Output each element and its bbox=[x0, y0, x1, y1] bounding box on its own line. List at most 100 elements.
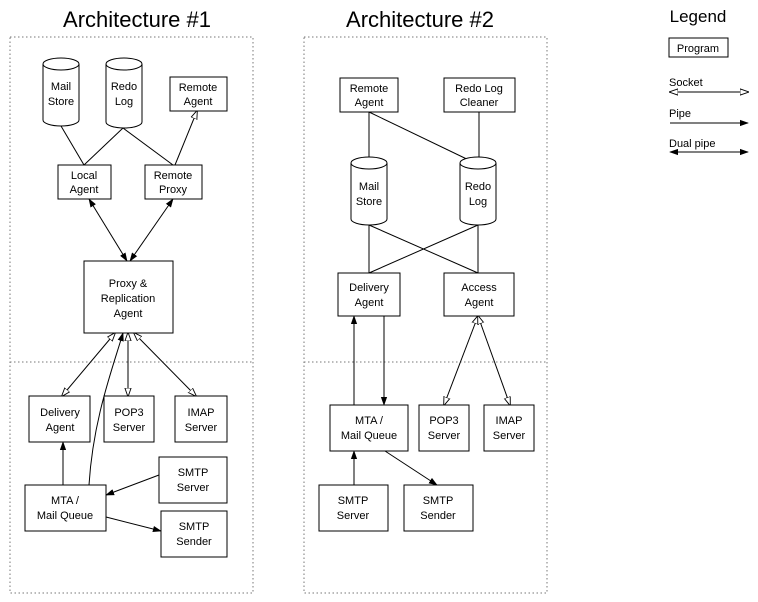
conn-redolog-localagent bbox=[83, 127, 124, 166]
arch2-mta-line2: Mail Queue bbox=[341, 430, 397, 442]
arch2-smtp-sender-line1: SMTP bbox=[423, 495, 454, 507]
socket-proxy-imap bbox=[134, 333, 196, 396]
arch2-mail-store-line1: Mail bbox=[359, 181, 379, 193]
arch2-pop3-line2: Server bbox=[428, 430, 461, 442]
socket-proxy-delivery bbox=[62, 333, 115, 396]
arch2-mail-store: Mail Store bbox=[350, 156, 388, 226]
arch2-mta-mail-queue: MTA / Mail Queue bbox=[329, 404, 409, 452]
arch1-smtp-sender-line1: SMTP bbox=[179, 521, 210, 533]
arch1-proxy-line2: Replication bbox=[101, 293, 155, 305]
arch1-remote-agent-line2: Agent bbox=[184, 96, 213, 108]
conn-remoteagent-redolog bbox=[368, 111, 476, 164]
arch2-pop3-line1: POP3 bbox=[429, 415, 458, 427]
arch2-imap-server: IMAP Server bbox=[483, 404, 535, 452]
legend: Program Socket Pipe Dual pipe bbox=[668, 37, 749, 156]
arch2-smtp-server: SMTP Server bbox=[318, 484, 389, 532]
arch2-delivery-line1: Delivery bbox=[349, 282, 389, 294]
arch2-redo-log-line2: Log bbox=[469, 196, 487, 208]
arch1-mail-store-line2: Store bbox=[48, 96, 74, 108]
arch1-mta-line1: MTA / bbox=[51, 495, 80, 507]
arch2-mta-line1: MTA / bbox=[355, 415, 384, 427]
arch1-remote-proxy-line1: Remote bbox=[154, 170, 193, 182]
arch1-proxy-replication-agent: Proxy & Replication Agent bbox=[83, 260, 174, 334]
arch2-connections bbox=[350, 111, 510, 486]
arch2-mail-store-line2: Store bbox=[356, 196, 382, 208]
conn-redolog-remoteproxy bbox=[122, 127, 174, 166]
arch1-local-agent: Local Agent bbox=[57, 164, 112, 200]
arch1-imap-line1: IMAP bbox=[188, 407, 215, 419]
arch1-imap-server: IMAP Server bbox=[174, 395, 228, 443]
arch1-smtp-server-line2: Server bbox=[177, 482, 210, 494]
arch1-pop3-line1: POP3 bbox=[114, 407, 143, 419]
dualpipe-localagent-proxy bbox=[88, 198, 128, 262]
legend-title: Legend bbox=[670, 7, 727, 26]
arch1-mta-mail-queue: MTA / Mail Queue bbox=[24, 484, 107, 532]
legend-dual-pipe: Dual pipe bbox=[669, 138, 749, 156]
arch1-local-agent-line2: Agent bbox=[70, 184, 99, 196]
socket-remoteproxy-remoteagent bbox=[174, 111, 197, 166]
arch2-access-agent: Access Agent bbox=[443, 272, 515, 317]
pipe-mta-smtpsender bbox=[384, 450, 438, 486]
pipe-mta-smtpsender bbox=[105, 516, 162, 533]
arch2-cleaner-line2: Cleaner bbox=[460, 97, 499, 109]
arch1-local-agent-line1: Local bbox=[71, 170, 97, 182]
arch1-connections bbox=[59, 111, 197, 533]
conn-redolog-delivery bbox=[368, 224, 479, 274]
arch2-smtp-server-line2: Server bbox=[337, 510, 370, 522]
arch1-smtp-server: SMTP Server bbox=[158, 456, 228, 504]
arch2-cleaner-line1: Redo Log bbox=[455, 83, 503, 95]
socket-access-imap bbox=[478, 316, 510, 405]
arch1-pop3-server: POP3 Server bbox=[103, 395, 155, 443]
arch2-delivery-agent: Delivery Agent bbox=[337, 272, 401, 317]
legend-socket: Socket bbox=[669, 77, 748, 92]
dualpipe-remoteproxy-proxy bbox=[129, 198, 174, 262]
arch2-frame bbox=[303, 36, 548, 594]
arch2-pop3-server: POP3 Server bbox=[418, 404, 470, 452]
arch2-delivery-line2: Agent bbox=[355, 297, 384, 309]
arch2-smtp-sender: SMTP Sender bbox=[403, 484, 474, 532]
arch1-mta-line2: Mail Queue bbox=[37, 510, 93, 522]
pipe-mta-proxy bbox=[88, 332, 124, 486]
legend-program: Program bbox=[668, 37, 729, 58]
legend-socket-label: Socket bbox=[669, 77, 703, 89]
arch2-redo-log-line1: Redo bbox=[465, 181, 491, 193]
arch1-remote-agent-line1: Remote bbox=[179, 82, 218, 94]
arch2-title: Architecture #2 bbox=[346, 7, 494, 32]
arch1-proxy-line3: Agent bbox=[114, 308, 143, 320]
conn-mailstore-localagent bbox=[60, 125, 85, 166]
arch2-access-line2: Agent bbox=[465, 297, 494, 309]
legend-program-label: Program bbox=[677, 43, 719, 55]
arch2-redo-log-cleaner: Redo Log Cleaner bbox=[443, 77, 516, 113]
legend-dual-pipe-label: Dual pipe bbox=[669, 138, 715, 150]
arch1-smtp-sender-line2: Sender bbox=[176, 536, 212, 548]
arch1-delivery-line2: Agent bbox=[46, 422, 75, 434]
arch2-imap-line2: Server bbox=[493, 430, 526, 442]
arch1-remote-agent: Remote Agent bbox=[169, 76, 228, 112]
arch2-imap-line1: IMAP bbox=[496, 415, 523, 427]
arch1-remote-proxy-line2: Proxy bbox=[159, 184, 188, 196]
arch1-redo-log: Redo Log bbox=[105, 57, 143, 129]
arch2-redo-log: Redo Log bbox=[459, 156, 497, 226]
legend-pipe: Pipe bbox=[669, 108, 749, 127]
pipe-smtpserver-mta bbox=[105, 474, 160, 496]
arch1-mail-store-line1: Mail bbox=[51, 81, 71, 93]
arch1-smtp-server-line1: SMTP bbox=[178, 467, 209, 479]
arch1-remote-proxy: Remote Proxy bbox=[144, 164, 203, 200]
arch2-smtp-server-line1: SMTP bbox=[338, 495, 369, 507]
arch2-access-line1: Access bbox=[461, 282, 497, 294]
arch1-delivery-line1: Delivery bbox=[40, 407, 80, 419]
arch2-remote-agent-line2: Agent bbox=[355, 97, 384, 109]
legend-pipe-label: Pipe bbox=[669, 108, 691, 120]
arch1-smtp-sender: SMTP Sender bbox=[160, 510, 228, 558]
arch1-mail-store: Mail Store bbox=[42, 57, 80, 127]
arch2-remote-agent: Remote Agent bbox=[339, 77, 399, 113]
arch1-redo-log-line1: Redo bbox=[111, 81, 137, 93]
arch1-imap-line2: Server bbox=[185, 422, 218, 434]
arch1-delivery-agent: Delivery Agent bbox=[28, 395, 91, 443]
arch1-redo-log-line2: Log bbox=[115, 96, 133, 108]
arch1-pop3-line2: Server bbox=[113, 422, 146, 434]
arch2-smtp-sender-line2: Sender bbox=[420, 510, 456, 522]
arch2-remote-agent-line1: Remote bbox=[350, 83, 389, 95]
arch1-proxy-line1: Proxy & bbox=[109, 278, 148, 290]
